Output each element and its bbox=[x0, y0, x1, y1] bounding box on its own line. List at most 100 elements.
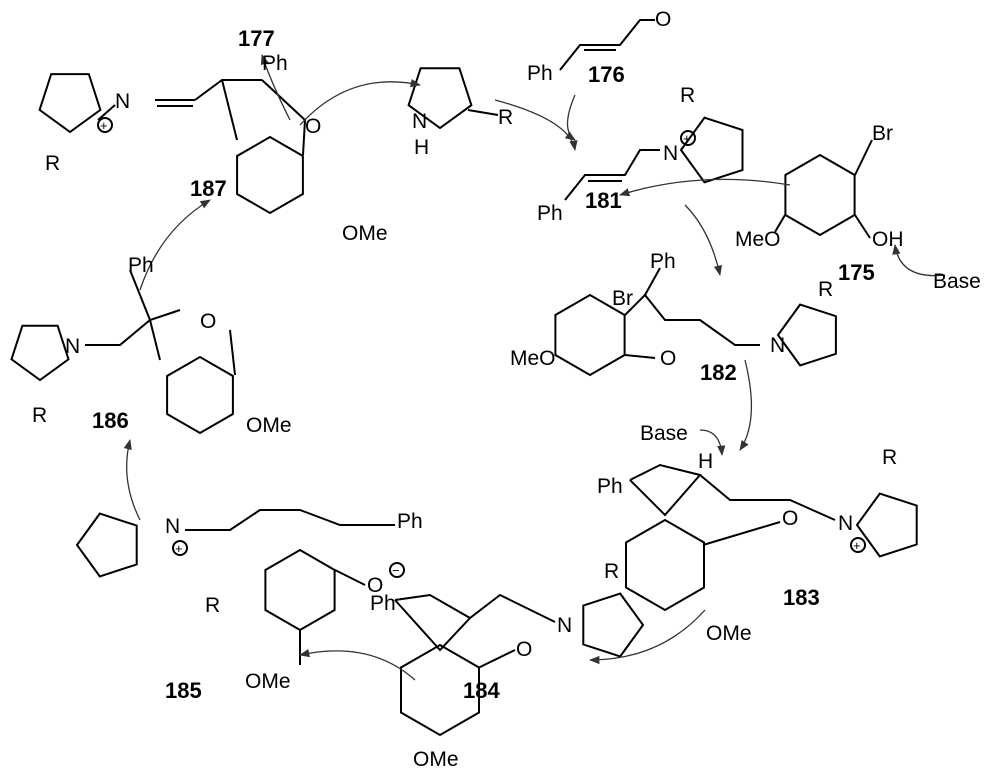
compound-185: N Ph O R OMe 185 bbox=[165, 510, 423, 703]
compound-label-176: 176 bbox=[588, 62, 625, 87]
bond bbox=[469, 593, 556, 623]
five-membered-ring bbox=[679, 116, 744, 184]
plus-charge: + bbox=[175, 541, 183, 556]
atom-meo: MeO bbox=[735, 228, 781, 251]
five-membered-ring bbox=[776, 303, 837, 367]
atom-o: O bbox=[782, 507, 798, 530]
bond bbox=[229, 329, 236, 376]
bond bbox=[394, 593, 472, 652]
bond bbox=[194, 79, 262, 101]
compound-label-186: 186 bbox=[92, 408, 129, 433]
atom-ph: Ph bbox=[537, 202, 563, 225]
atom-oh: OH bbox=[872, 228, 904, 251]
atom-ph: Ph bbox=[397, 510, 423, 533]
bond bbox=[564, 149, 660, 201]
bond bbox=[334, 569, 366, 586]
five-membered-ring bbox=[10, 324, 70, 382]
atom-n: N bbox=[770, 334, 785, 357]
atom-o: O bbox=[655, 8, 671, 31]
plus-charge: + bbox=[853, 538, 861, 553]
five-membered-ring bbox=[38, 73, 102, 134]
atom-r: R bbox=[45, 152, 60, 175]
reaction-arrow bbox=[684, 204, 723, 277]
reaction-arrow bbox=[139, 199, 211, 291]
atom-r: R bbox=[604, 560, 619, 583]
cycle-arrows bbox=[123, 54, 946, 681]
atom-h: H bbox=[698, 450, 713, 473]
atom-h: H bbox=[414, 136, 429, 159]
reaction-arrow bbox=[299, 78, 422, 126]
six-membered-ring bbox=[784, 153, 856, 237]
six-membered-ring bbox=[166, 355, 234, 435]
six-membered-ring bbox=[264, 548, 336, 632]
atom-o: O bbox=[660, 347, 676, 370]
atom-o: O bbox=[367, 574, 383, 597]
atom-r: R bbox=[882, 446, 897, 469]
five-membered-ring bbox=[75, 512, 138, 578]
compound-label-185: 185 bbox=[165, 678, 202, 703]
charges: + + + + − bbox=[97, 117, 866, 578]
bond bbox=[774, 214, 786, 233]
bond bbox=[467, 109, 499, 116]
reaction-arrow bbox=[892, 243, 946, 277]
bond bbox=[624, 354, 656, 359]
atom-br: Br bbox=[872, 122, 893, 145]
minus-charge: − bbox=[392, 563, 400, 578]
atom-ph: Ph bbox=[370, 592, 396, 615]
bond bbox=[185, 509, 395, 531]
bond bbox=[221, 79, 238, 141]
compound-label-181: 181 bbox=[585, 188, 622, 213]
plus-charge: + bbox=[683, 131, 691, 146]
atom-n: N bbox=[165, 515, 180, 538]
bond bbox=[85, 309, 181, 346]
atom-meo: MeO bbox=[510, 347, 556, 370]
compound-187: N Ph O R OMe 187 bbox=[45, 52, 388, 245]
compound-182: Br Ph MeO O N R 182 bbox=[510, 250, 833, 385]
bond bbox=[129, 269, 151, 321]
atom-ph: Ph bbox=[128, 254, 154, 277]
bond bbox=[854, 214, 871, 239]
atom-r: R bbox=[32, 404, 47, 427]
reaction-arrow bbox=[123, 438, 141, 521]
compound-label-183: 183 bbox=[783, 585, 820, 610]
bond bbox=[629, 463, 702, 517]
atom-o: O bbox=[200, 310, 216, 333]
bond bbox=[854, 139, 873, 176]
atom-o: O bbox=[305, 115, 321, 138]
atom-ph: Ph bbox=[597, 475, 623, 498]
reaction-arrow bbox=[494, 99, 578, 152]
six-membered-ring bbox=[236, 135, 304, 215]
compound-176: Ph O 176 bbox=[527, 8, 671, 87]
base-label: Base bbox=[933, 270, 981, 293]
six-membered-ring bbox=[554, 293, 626, 377]
five-membered-ring bbox=[855, 492, 918, 558]
atom-r: R bbox=[680, 84, 695, 107]
atom-n: N bbox=[663, 142, 678, 165]
atom-ph: Ph bbox=[262, 52, 288, 75]
compound-label-184: 184 bbox=[463, 678, 500, 703]
compound-181: Ph N R 181 bbox=[537, 84, 695, 225]
bonds bbox=[10, 19, 918, 737]
atom-br: Br bbox=[612, 287, 633, 310]
base-label: Base bbox=[640, 422, 688, 445]
atom-n: N bbox=[65, 335, 80, 358]
compound-175: Br MeO OH 175 Base bbox=[735, 122, 981, 293]
bond bbox=[559, 19, 655, 71]
bond bbox=[477, 649, 516, 669]
six-membered-ring bbox=[625, 518, 705, 612]
pyrrolidine-catalyst: N H R bbox=[412, 106, 513, 159]
atom-ome: OMe bbox=[245, 670, 291, 693]
atom-n: N bbox=[412, 110, 427, 133]
atom-ome: OMe bbox=[246, 414, 292, 437]
compound-184: Ph O N R OMe 184 bbox=[370, 560, 619, 771]
atom-ph: Ph bbox=[527, 62, 553, 85]
bond bbox=[97, 104, 116, 121]
atom-ome: OMe bbox=[342, 222, 388, 245]
atom-o: O bbox=[516, 638, 532, 661]
compound-label-175: 175 bbox=[838, 260, 875, 285]
atom-r: R bbox=[498, 106, 513, 129]
compound-label-187: 187 bbox=[190, 176, 227, 201]
reaction-arrow bbox=[699, 429, 726, 457]
compound-183: Base H Ph O N R OMe 183 bbox=[597, 422, 897, 645]
